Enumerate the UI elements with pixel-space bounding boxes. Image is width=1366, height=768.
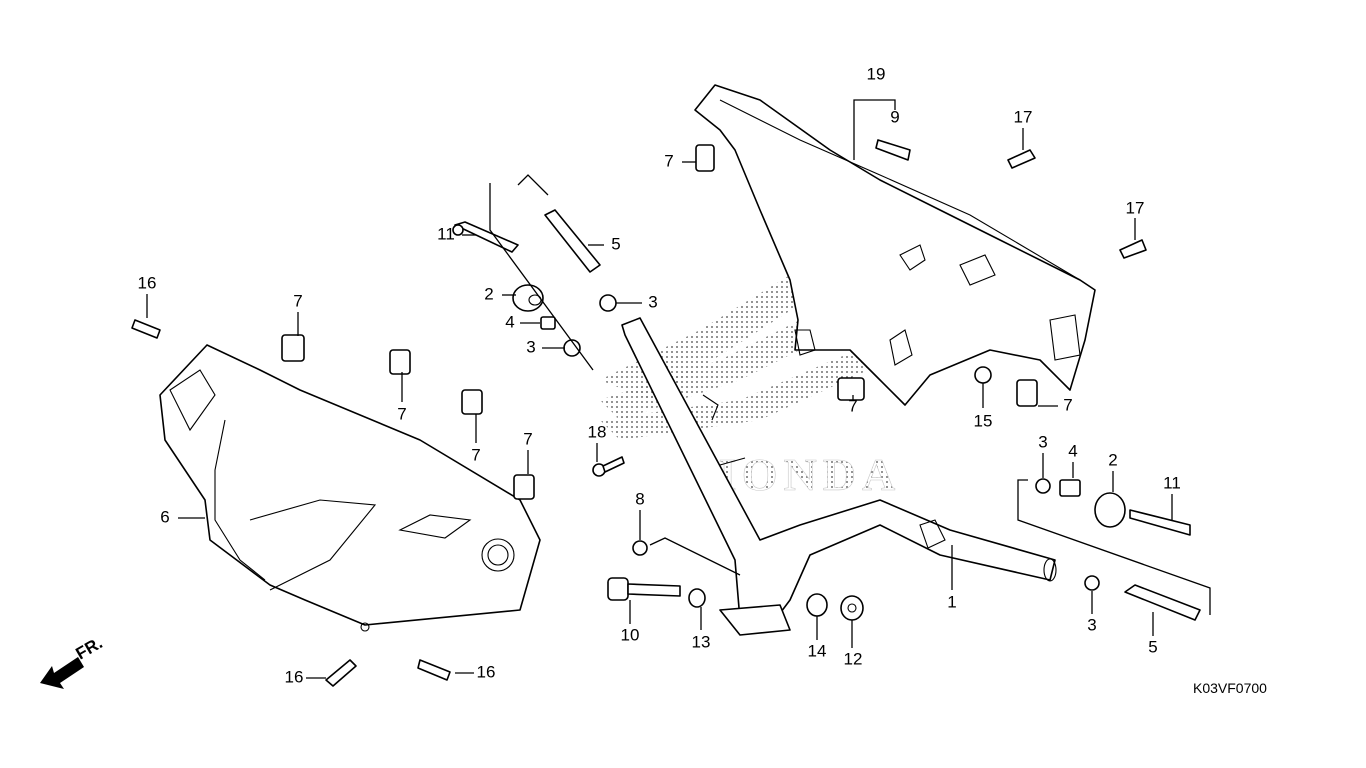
callout-15: 15 [974,411,993,430]
callout-7: 7 [1063,395,1072,414]
weight-pipe-5-left [544,209,601,273]
callout-2: 2 [1108,450,1117,469]
callout-1: 1 [947,592,956,611]
bolt-17-lower [1119,239,1147,259]
callout-3: 3 [648,292,657,311]
handlebar-front-cover [159,344,541,632]
callout-18: 18 [588,422,607,441]
callout-14: 14 [808,641,827,660]
callout-8: 8 [635,489,644,508]
clip-7-g [1016,379,1038,407]
callout-3: 3 [1087,615,1096,634]
nut-3-right-lower [1084,575,1100,591]
clip-4-right [1059,479,1081,497]
collar-2-left [512,284,544,312]
screw-15 [974,366,992,384]
clip-7-e [695,144,715,172]
mounting-bracket [719,604,791,636]
callout-16: 16 [138,273,157,292]
callout-2: 2 [484,284,493,303]
callout-16: 16 [285,667,304,686]
clip-4-left [540,316,556,330]
leader-lines [146,99,1211,679]
callout-3: 3 [526,337,535,356]
front-direction-arrow-icon [40,657,84,689]
clip-7-a [281,334,305,362]
callout-4: 4 [1068,441,1077,460]
bolt-16-lower-right [417,659,451,681]
callout-7: 7 [664,151,673,170]
callout-7: 7 [293,291,302,310]
callout-17: 17 [1126,198,1145,217]
callout-17: 17 [1014,107,1033,126]
bolt-17-upper [1007,149,1036,169]
front-cover-socket [481,538,515,572]
collar-2-right [1094,492,1126,528]
weight-pipe-5-right [1124,584,1201,621]
callout-5: 5 [1148,637,1157,656]
callout-10: 10 [621,625,640,644]
bolt-11-right [1129,509,1191,536]
callout-19: 19 [867,64,886,83]
callout-13: 13 [692,632,711,651]
nut-3-right-upper [1035,478,1051,494]
callout-3: 3 [1038,432,1047,451]
steering-handlebar [621,317,1057,636]
collar-14 [806,593,828,617]
callout-12: 12 [844,649,863,668]
front-direction-marker: FR. [40,633,106,689]
callout-11: 11 [1163,473,1181,492]
callout-16: 16 [477,662,496,681]
callout-9: 9 [890,107,899,126]
bolt-16-upper [131,319,161,339]
callout-7: 7 [848,396,857,415]
callout-7: 7 [523,429,532,448]
washer-13 [688,588,706,608]
bolt-16-lower-left [325,659,357,687]
handlebar-rear-cover [694,84,1096,406]
callout-6: 6 [160,507,169,526]
bolt-10 [607,577,629,601]
nut-3-upper [599,294,617,312]
figure-code: K03VF0700 [1193,680,1267,696]
callout-7: 7 [471,445,480,464]
bolt-11-left [454,221,519,253]
clip-7-d [513,474,535,500]
emblem-9 [875,139,911,161]
callout-11: 11 [437,224,455,243]
clip-7-b [389,349,411,375]
ignition-switch-recess [398,514,472,539]
clip-7-c [461,389,483,415]
nut-12 [840,595,864,621]
callout-7: 7 [397,404,406,423]
clip-7-f [837,377,865,401]
callout-4: 4 [505,312,514,331]
callout-5: 5 [611,234,620,253]
nut-8 [632,540,648,556]
